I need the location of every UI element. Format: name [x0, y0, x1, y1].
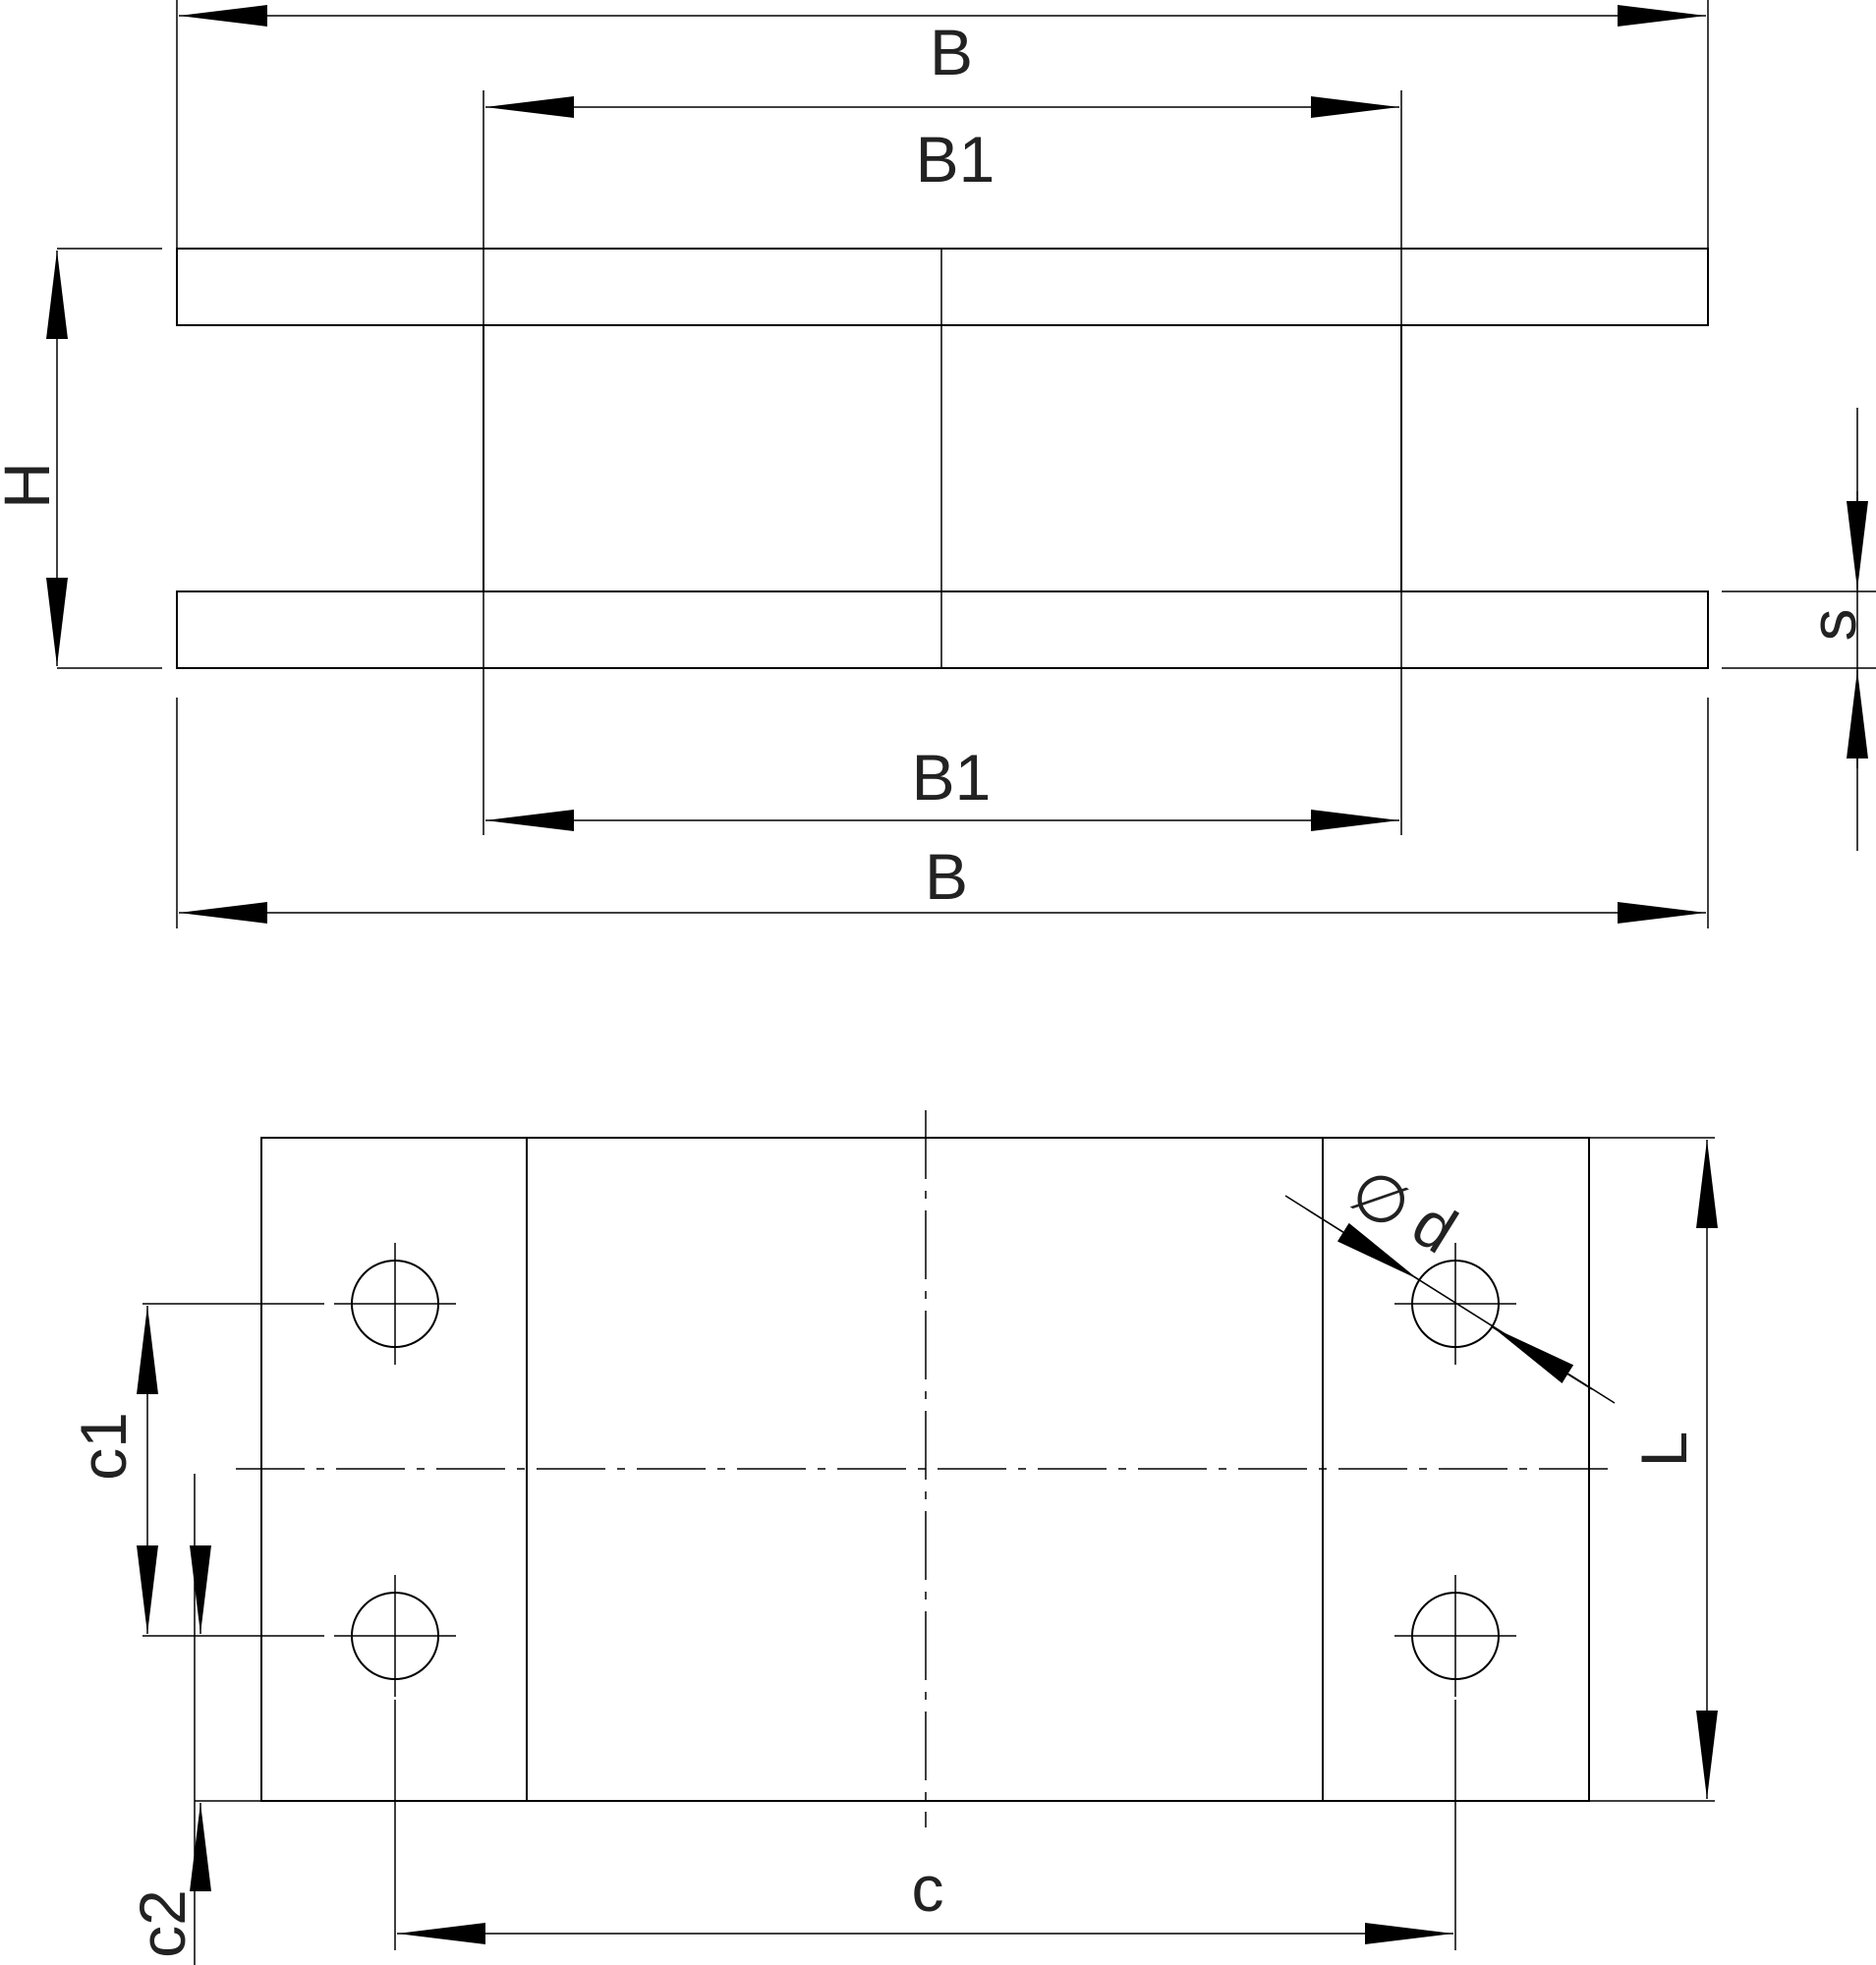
top-view: ∅ d L c1 c2 c: [67, 1110, 1718, 1965]
hole-bottom-right: [1394, 1575, 1516, 1697]
label-c1: c1: [67, 1412, 140, 1481]
label-b-bottom: B: [925, 840, 968, 913]
hole-top-left: [334, 1243, 456, 1365]
rubber-core: [483, 324, 1402, 592]
label-c2: c2: [126, 1889, 199, 1958]
hole-bottom-left: [334, 1575, 456, 1697]
label-h: H: [0, 462, 63, 509]
label-b1-top: B1: [916, 123, 995, 196]
bottom-plate: [176, 590, 1709, 669]
hole-top-right: [1394, 1243, 1516, 1365]
label-b1-bottom: B1: [912, 741, 992, 814]
label-b-top: B: [930, 16, 973, 88]
label-s: s: [1796, 609, 1869, 642]
side-view: B B1 B1 B H s: [0, 0, 1876, 928]
top-plate: [176, 248, 1709, 326]
label-c: c: [912, 1852, 944, 1925]
label-l: L: [1627, 1432, 1700, 1468]
